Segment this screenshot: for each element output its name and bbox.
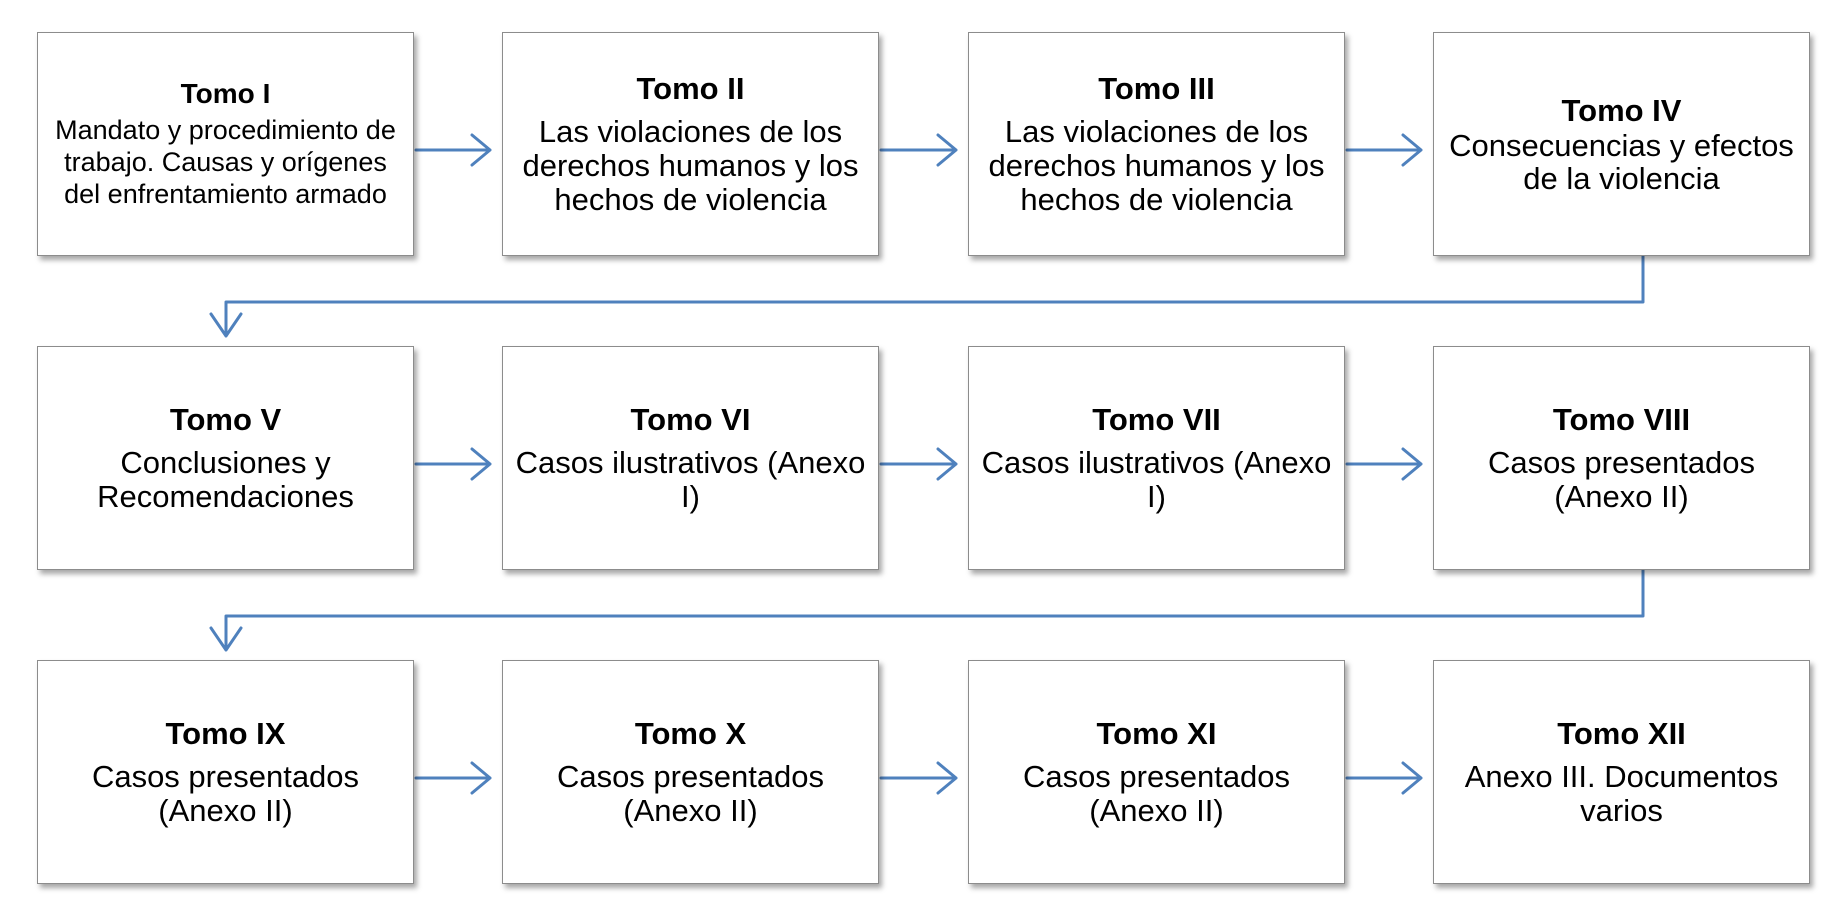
tomo-box-9: Tomo IX Casos presentados (Anexo II) (37, 660, 414, 884)
tomo-description: Casos presentados (Anexo II) (1022, 759, 1291, 828)
tomo-box-8: Tomo VIII Casos presentados (Anexo II) (1433, 346, 1810, 570)
tomo-title: Tomo XI (1096, 716, 1217, 751)
tomo-description: Casos ilustrativos (Anexo I) (515, 445, 866, 514)
tomo-box-3: Tomo III Las violaciones de los derechos… (968, 32, 1345, 256)
tomo-box-1: Tomo I Mandato y procedimiento de trabaj… (37, 32, 414, 256)
arrow-wrap-row1-to-row2 (209, 254, 1645, 338)
tomo-box-2: Tomo II Las violaciones de los derechos … (502, 32, 879, 256)
tomo-box-11: Tomo XI Casos presentados (Anexo II) (968, 660, 1345, 884)
arrow-wrap-row2-to-row3 (209, 568, 1645, 652)
tomo-description: Las violaciones de los derechos humanos … (988, 114, 1325, 217)
tomo-title: Tomo V (169, 402, 282, 437)
arrow-row3-1-to-2 (414, 761, 492, 795)
tomo-title: Tomo II (636, 71, 745, 106)
tomo-title: Tomo VIII (1552, 402, 1691, 437)
tomo-box-7: Tomo VII Casos ilustrativos (Anexo I) (968, 346, 1345, 570)
tomo-title: Tomo VII (1092, 402, 1221, 437)
arrow-row1-3-to-4 (1345, 133, 1423, 167)
tomo-description: Casos presentados (Anexo II) (1487, 445, 1756, 514)
tomo-box-4: Tomo IV Consecuencias y efectos de la vi… (1433, 32, 1810, 256)
arrow-row3-3-to-4 (1345, 761, 1423, 795)
tomo-box-10: Tomo X Casos presentados (Anexo II) (502, 660, 879, 884)
tomo-title: Tomo XII (1557, 716, 1686, 751)
tomo-description: Casos presentados (Anexo II) (556, 759, 825, 828)
tomo-box-5: Tomo V Conclusiones y Recomendaciones (37, 346, 414, 570)
arrow-row1-2-to-3 (879, 133, 958, 167)
tomo-description: Casos ilustrativos (Anexo I) (981, 445, 1332, 514)
tomo-description: Casos presentados (Anexo II) (91, 759, 360, 828)
tomo-description: Anexo III. Documentos varios (1464, 759, 1779, 828)
arrow-row1-1-to-2 (414, 133, 492, 167)
tomo-title: Tomo IX (165, 716, 286, 751)
tomo-title: Tomo VI (630, 402, 751, 437)
tomo-box-12: Tomo XII Anexo III. Documentos varios (1433, 660, 1810, 884)
arrow-row3-2-to-3 (879, 761, 958, 795)
tomo-description: Consecuencias y efectos de la violencia (1449, 128, 1794, 196)
arrow-row2-1-to-2 (414, 447, 492, 481)
tomo-title: Tomo IV (1561, 93, 1682, 128)
tomo-description: Conclusiones y Recomendaciones (97, 445, 354, 514)
tomo-box-6: Tomo VI Casos ilustrativos (Anexo I) (502, 346, 879, 570)
tomo-title: Tomo I (180, 78, 271, 109)
arrow-row2-3-to-4 (1345, 447, 1423, 481)
tomo-description: Las violaciones de los derechos humanos … (522, 114, 859, 217)
tomo-title: Tomo III (1098, 71, 1215, 106)
arrow-row2-2-to-3 (879, 447, 958, 481)
tomo-description: Mandato y procedimiento de trabajo. Caus… (55, 115, 396, 209)
tomo-title: Tomo X (634, 716, 747, 751)
